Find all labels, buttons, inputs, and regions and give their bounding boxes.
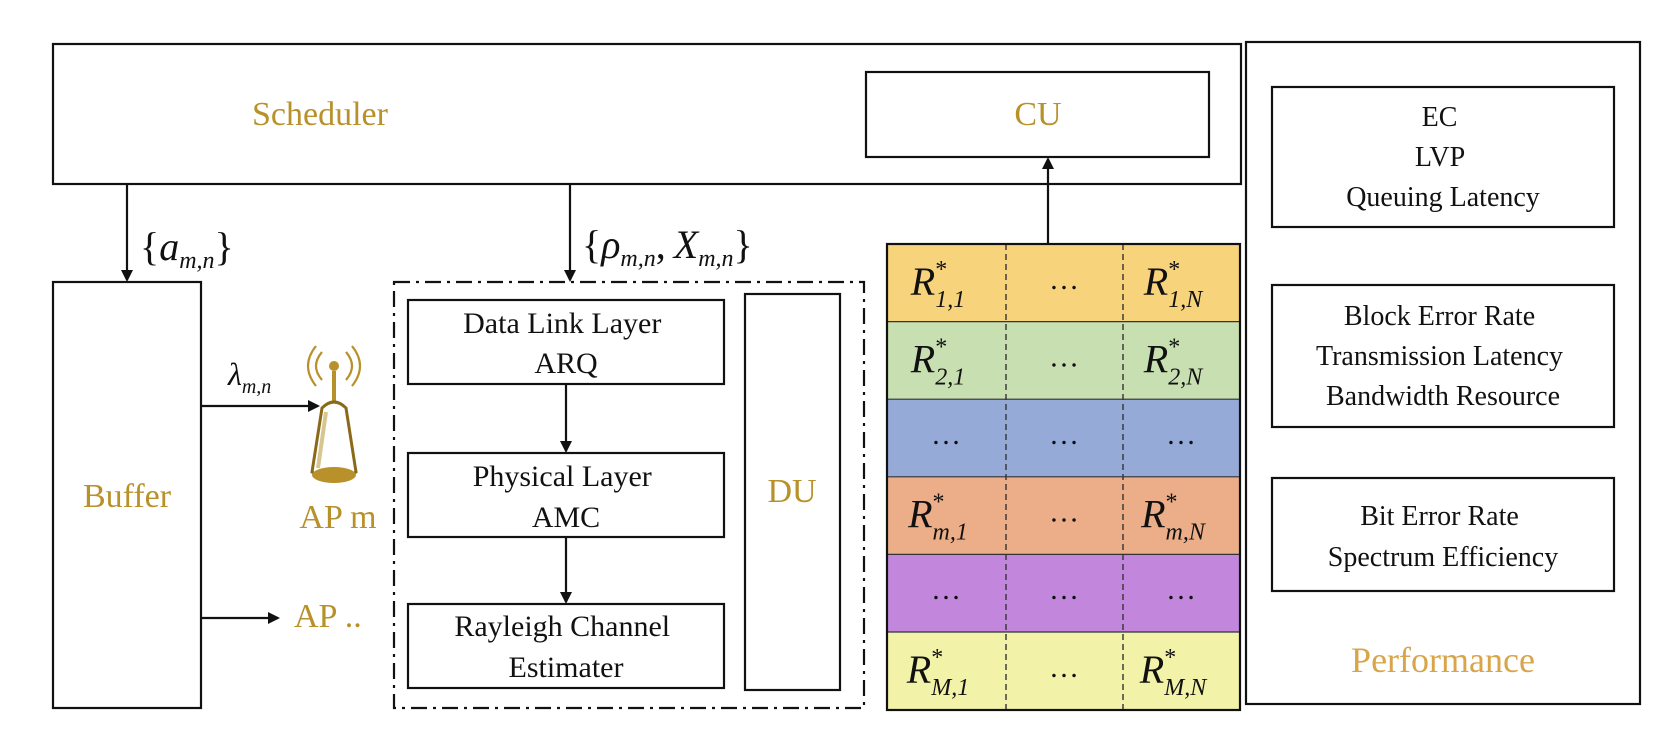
signal-rho-symbol: ρ (599, 222, 620, 267)
layer-physical-line1: Physical Layer (473, 460, 652, 493)
performance-group-2-text: Block Error Rate Transmission Latency Ba… (1316, 301, 1570, 412)
signal-a-subscript: m,n (179, 248, 214, 274)
signal-lambda-label: λm,n (227, 356, 271, 398)
matrix-cell-ellipsis-r6-c2: … (1049, 651, 1079, 684)
layer-data-link-line2: ARQ (534, 347, 598, 380)
matrix-row-2 (887, 321, 1240, 400)
matrix-row-6 (887, 632, 1240, 710)
perf-lvp: LVP (1415, 142, 1465, 173)
matrix-cell-ellipsis-r5-c1: … (931, 573, 961, 606)
layer-physical-text: Physical Layer AMC (473, 460, 660, 534)
matrix-cell-rate-r4-c3: R*m,N (1140, 490, 1207, 546)
matrix-cell-ellipsis-r4-c2: … (1049, 496, 1079, 529)
signal-a-label: {am,n} (140, 224, 234, 274)
matrix-row-4 (887, 476, 1240, 555)
performance-group-1 (1270, 85, 1616, 229)
perf-queuing-latency: Queuing Latency (1346, 182, 1540, 213)
scheduler-label: Scheduler (252, 96, 389, 133)
signal-a-open: { (140, 224, 159, 269)
du-box (743, 292, 842, 692)
matrix-cell-rate-r1-c3: R*1,N (1143, 257, 1204, 313)
performance-group-2 (1270, 283, 1616, 429)
matrix-cell-ellipsis-r5-c3: … (1166, 573, 1196, 606)
performance-group-3 (1270, 476, 1616, 593)
signal-lambda-symbol: λ (227, 356, 242, 392)
matrix-row-5 (887, 554, 1240, 632)
matrix-cell-rate-r1-c1: R*1,1 (910, 257, 965, 313)
layer-channel-line1: Rayleigh Channel (454, 610, 670, 643)
du-label: DU (767, 473, 816, 510)
signal-a-close: } (215, 224, 234, 269)
signal-rho-subscript: m,n (620, 246, 655, 272)
matrix-cell-ellipsis-r2-c2: … (1049, 340, 1079, 373)
signal-rho-close: } (734, 222, 753, 267)
du-group-frame (392, 280, 866, 710)
layer-channel-text: Rayleigh Channel Estimater (454, 610, 677, 684)
signal-rho-x-label: {ρm,n,Xm,n} (582, 222, 753, 272)
layer-channel-box (406, 602, 726, 690)
layer-physical-box (406, 451, 726, 539)
layer-channel-line2: Estimater (509, 651, 624, 684)
ap-more-label: AP .. (294, 598, 362, 635)
matrix-cell-rate-r6-c3: R*M,N (1139, 645, 1208, 701)
matrix-row-1 (887, 244, 1240, 322)
performance-group-3-text: Bit Error Rate Spectrum Efficiency (1328, 501, 1558, 573)
buffer-label: Buffer (83, 478, 172, 515)
matrix-cell-ellipsis-r3-c1: … (931, 418, 961, 451)
perf-ec: EC (1422, 102, 1458, 133)
performance-title: Performance (1351, 640, 1535, 680)
matrix-cell-rate-r6-c1: R*M,1 (906, 645, 969, 701)
ap-m-label: AP m (299, 499, 376, 536)
signal-comma: , (656, 222, 666, 267)
matrix-cell-ellipsis-r1-c2: … (1049, 263, 1079, 296)
antenna-icon (306, 345, 362, 483)
matrix-cell-ellipsis-r5-c2: … (1049, 573, 1079, 606)
layer-data-link-line1: Data Link Layer (463, 307, 661, 340)
rate-matrix: R*1,1 … R*1,N R*2,1 … R*2,N … … … R*m,1 … R*m,N … … … R… (887, 244, 1240, 710)
signal-a-symbol: a (159, 224, 179, 269)
matrix-cell-ellipsis-r3-c3: … (1166, 418, 1196, 451)
layer-physical-line2: AMC (532, 501, 600, 534)
rate-matrix-border (885, 242, 1242, 712)
matrix-cell-rate-r2-c1: R*2,1 (910, 334, 965, 390)
signal-x-subscript: m,n (698, 246, 733, 272)
signal-lambda-subscript: m,n (242, 376, 271, 398)
matrix-cell-rate-r4-c1: R*m,1 (907, 490, 968, 546)
perf-transmission-latency: Transmission Latency (1316, 341, 1563, 372)
signal-rho-open: { (582, 222, 601, 267)
matrix-cell-rate-r2-c3: R*2,N (1143, 334, 1204, 390)
cu-label: CU (1014, 96, 1061, 133)
buffer-box (51, 280, 203, 710)
performance-group-1-text: EC LVP Queuing Latency (1346, 102, 1540, 213)
perf-spectrum-efficiency: Spectrum Efficiency (1328, 542, 1558, 573)
signal-x-symbol: X (672, 222, 700, 267)
perf-bandwidth-resource: Bandwidth Resource (1326, 381, 1560, 412)
cu-box (864, 70, 1211, 159)
layer-data-link-text: Data Link Layer ARQ (463, 307, 669, 380)
matrix-cell-ellipsis-r3-c2: … (1049, 418, 1079, 451)
layer-data-link-box (406, 298, 726, 386)
perf-bit-error-rate: Bit Error Rate (1360, 501, 1519, 532)
perf-block-error-rate: Block Error Rate (1344, 301, 1535, 332)
matrix-row-3 (887, 399, 1240, 477)
